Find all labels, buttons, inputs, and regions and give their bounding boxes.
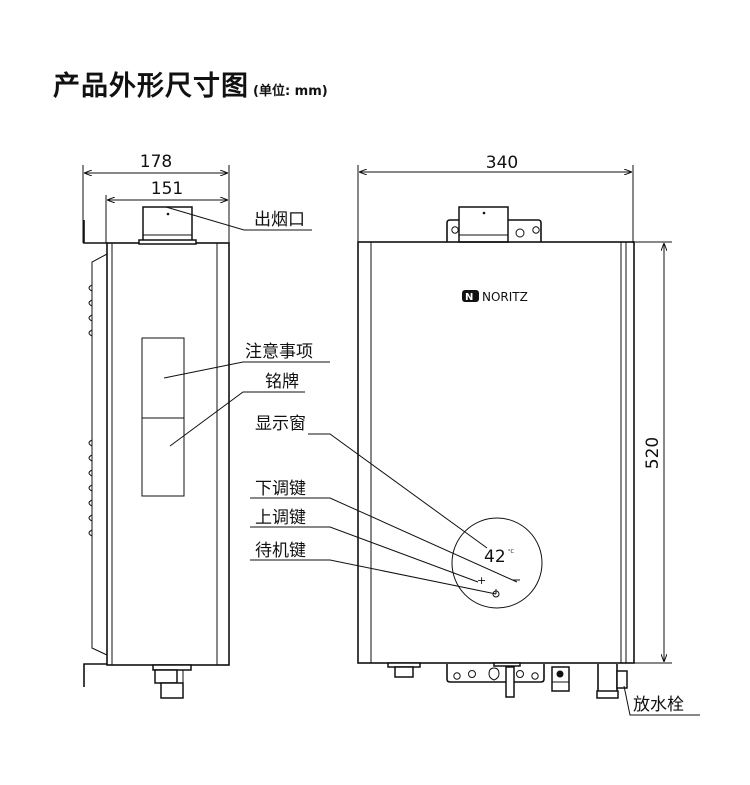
leader-display [308,433,488,549]
page-title: 产品外形尺寸图 (单位: mm) [53,64,328,103]
front-view: 340 520 N NORITZ 42 °C + [357,153,672,699]
dim-151: 151 [151,179,183,199]
leader-up-key [250,526,479,583]
display-temperature: 42 [484,547,506,567]
label-nameplate: 铭牌 [265,372,299,392]
dim-178: 178 [140,152,172,172]
label-flue-outlet: 出烟口 [254,210,305,230]
leader-precautions [163,361,330,379]
label-drain-plug: 放水栓 [633,695,684,715]
nameplate-panel [141,417,185,497]
up-key-icon[interactable]: + [477,574,486,587]
noritz-logo: N NORITZ [462,290,528,304]
dim-340: 340 [486,153,518,173]
label-display-window: 显示窗 [255,414,306,434]
svg-text:N: N [465,292,473,303]
front-bottom-fittings [387,662,628,699]
title-text: 产品外形尺寸图 [53,71,249,102]
wall-bracket-bottom [83,663,107,687]
label-standby-key: 待机键 [255,541,306,561]
leader-drain [623,685,700,716]
display-window [451,517,543,609]
brand-name: NORITZ [482,290,528,304]
drain-plug [616,670,628,689]
dim-520: 520 [643,437,663,469]
unit-note: (单位: mm) [253,84,328,99]
precautions-label-panel [141,337,185,419]
leader-standby-key [250,559,497,595]
front-body [357,241,635,664]
label-down-key: 下调键 [255,479,306,499]
side-bottom-fittings [152,664,192,699]
label-precautions: 注意事项 [245,342,313,362]
wall-bracket-top [83,220,107,244]
leader-down-key [250,497,518,583]
label-up-key: 上调键 [255,508,306,528]
leader-flue [165,206,312,231]
standby-key-icon[interactable] [492,589,500,598]
side-body [106,242,230,666]
side-view: 178 151 [82,152,230,699]
back-clips [88,284,93,537]
leader-nameplate [169,391,305,447]
display-unit: °C [508,549,515,555]
